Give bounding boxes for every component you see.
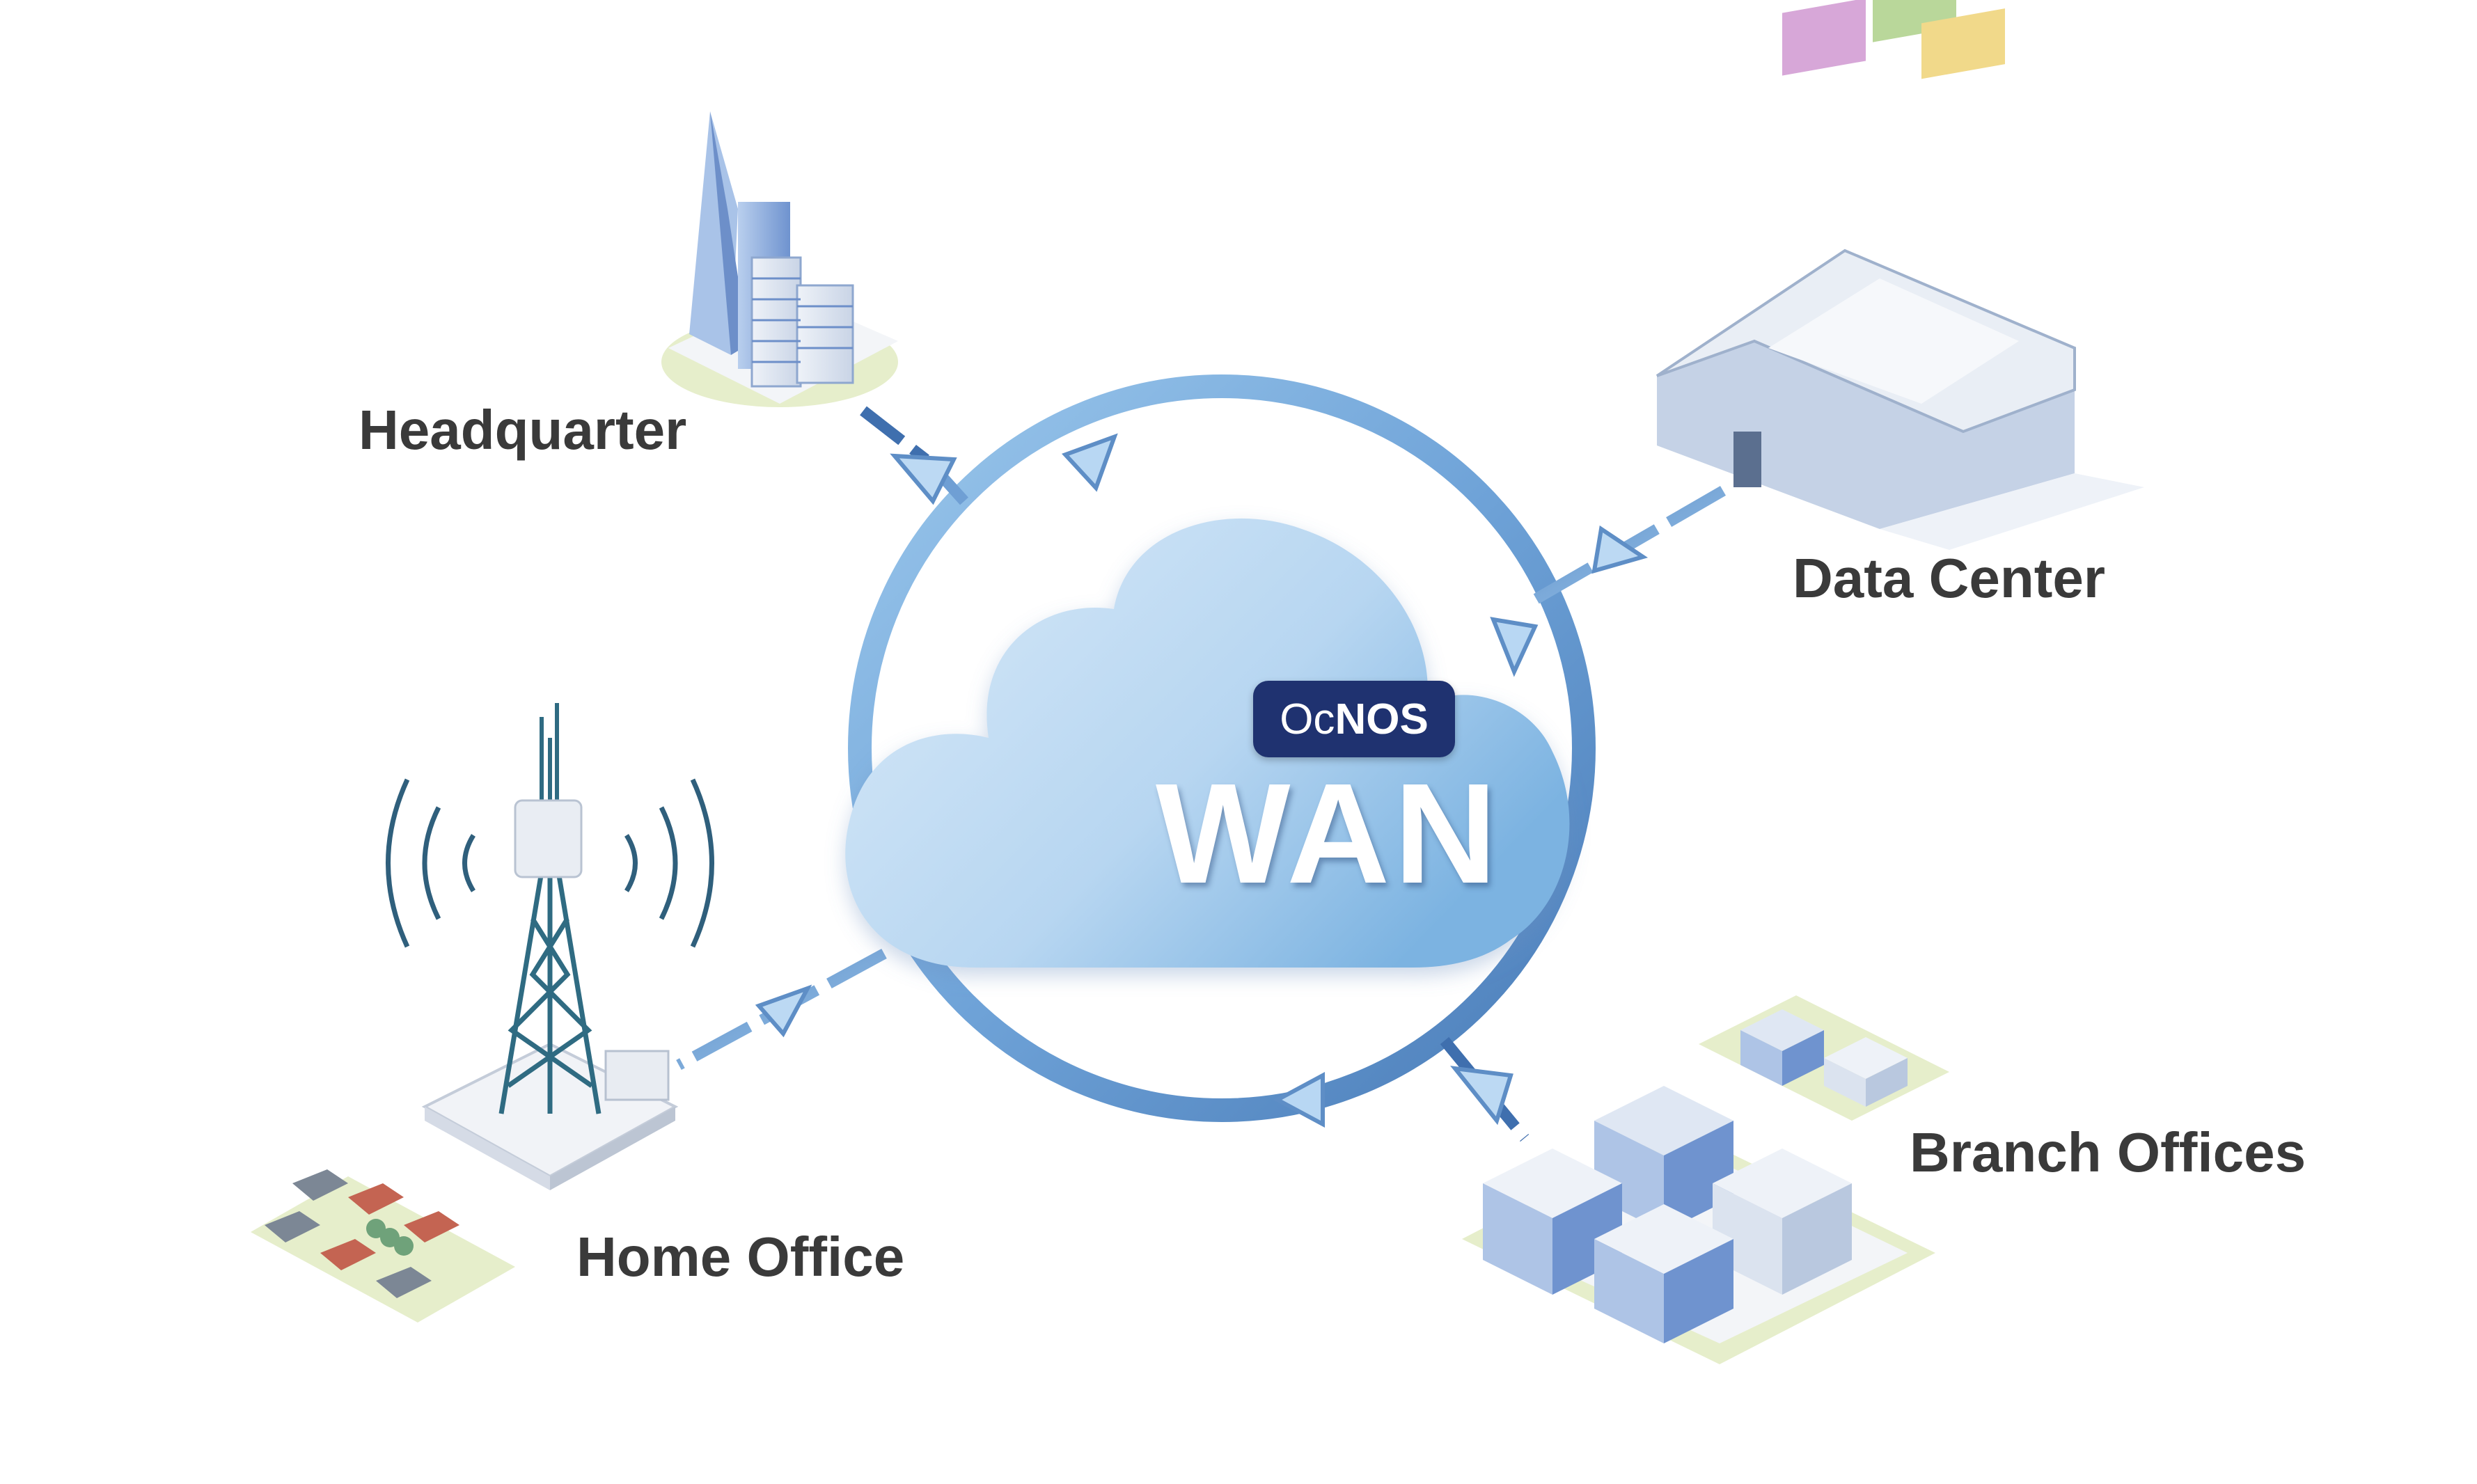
data-center-label: Data Center (1793, 547, 2106, 609)
ring-arrow-top-icon (1062, 433, 1118, 492)
branch-offices-illustration (1462, 995, 1949, 1364)
wan-cloud (845, 518, 1570, 968)
signal-waves-icon (386, 778, 714, 948)
wan-title: WAN (1156, 754, 1502, 913)
home-office-illustration (251, 703, 714, 1323)
arrow-home-office (676, 948, 887, 1071)
ring-arrow-bottom-icon (1273, 1071, 1325, 1128)
ocnos-badge-prefix: Oc (1280, 695, 1335, 743)
ring-arrow-right-icon (1490, 617, 1539, 677)
data-center-illustration (1656, 0, 2144, 550)
wan-ring (848, 374, 1596, 1122)
arrow-data-center (1521, 486, 1727, 610)
headquarter-illustration (661, 111, 898, 407)
arrow-headquarter (860, 406, 968, 505)
branch-offices-label: Branch Offices (1910, 1121, 2306, 1183)
arrow-branch-offices (1440, 1036, 1530, 1142)
headquarter-label: Headquarter (359, 399, 687, 461)
home-office-label: Home Office (576, 1226, 905, 1288)
ocnos-badge-suffix: NOS (1335, 695, 1429, 743)
